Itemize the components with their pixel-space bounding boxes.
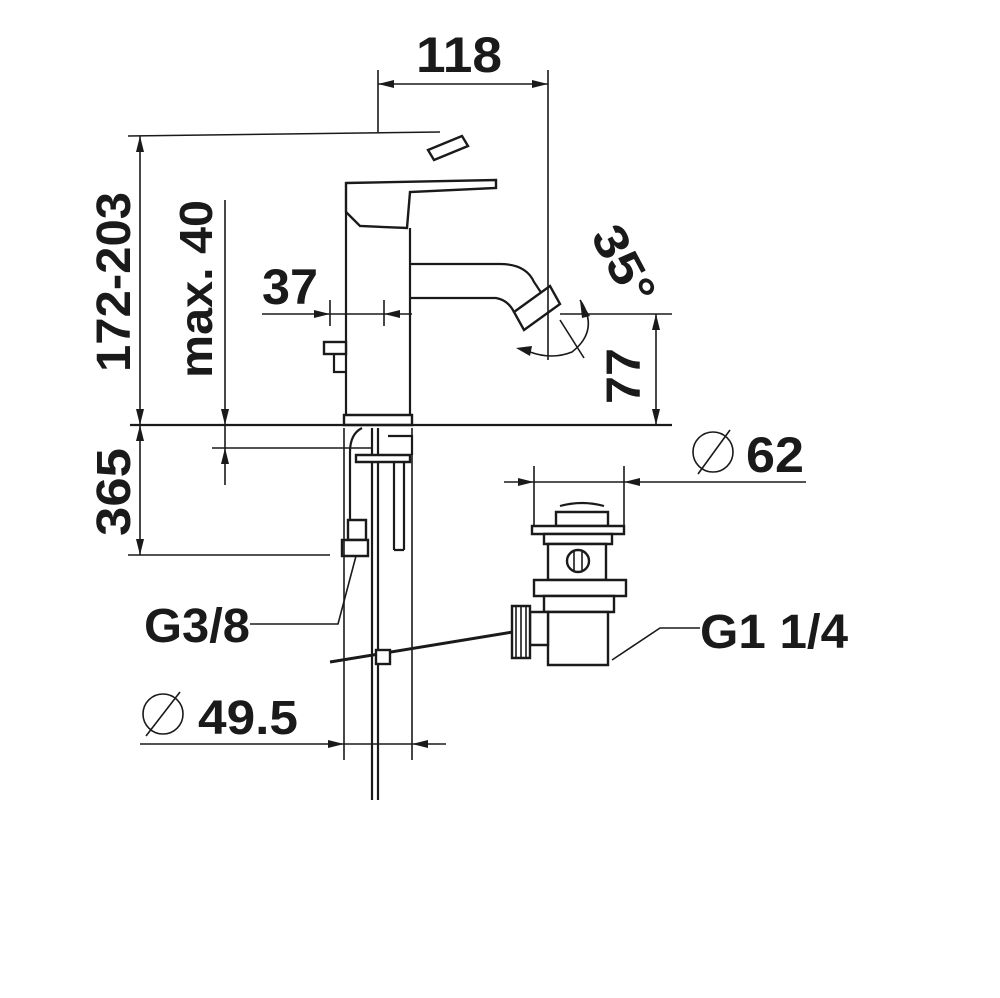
dim-365: 365 xyxy=(88,448,141,536)
popup-waste xyxy=(510,501,628,667)
dim-35-degrees: 35° xyxy=(580,216,665,313)
dim-172-203: 172-203 xyxy=(88,192,141,372)
dim-118: 118 xyxy=(416,27,502,83)
popup-knob xyxy=(322,340,348,356)
dim-g3-8: G3/8 xyxy=(144,600,250,653)
diameter-49-5-symbol xyxy=(142,693,184,735)
dim-62: 62 xyxy=(746,427,804,483)
dim-g1-1-4: G1 1/4 xyxy=(700,606,848,659)
dim-49-5: 49.5 xyxy=(198,692,298,745)
diameter-symbols xyxy=(142,429,734,737)
rod-clamp xyxy=(374,648,392,666)
faucet-body xyxy=(130,134,672,800)
diameter-62-symbol xyxy=(692,431,734,473)
dim-77: 77 xyxy=(598,348,651,404)
dim-37: 37 xyxy=(262,259,318,315)
dimension-lines xyxy=(127,70,806,760)
dim-max-40: max. 40 xyxy=(170,200,222,378)
